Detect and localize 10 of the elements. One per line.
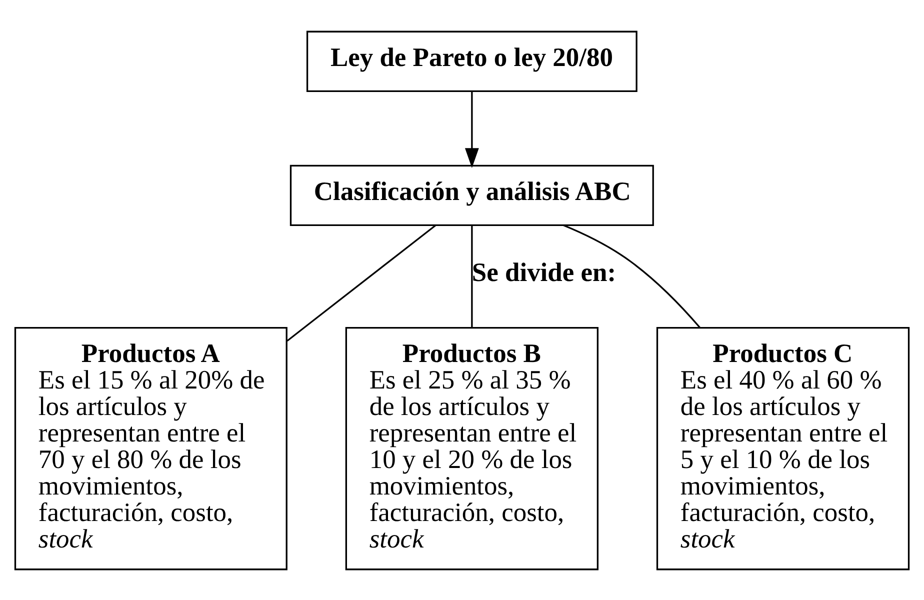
connector [286,224,436,341]
node-box: Ley de Pareto o ley 20/80 [306,30,638,92]
arrow [464,90,479,168]
node-box: Productos A Es el 15 % al 20% de los artículos y representan entre el 70 y el 80 % de los movimientos, facturación, costo, stock [14,326,288,570]
node-box: Productos B Es el 25 % al 35 % de los artículos y representan entre el 10 y el 20 % de los movimientos, facturación, costo, stock [345,326,598,570]
connector [563,224,701,328]
node-box: Productos C Es el 40 % al 60 % de los artículos y representan entre el 5 y el 10 % de los movimientos, facturación, costo, stock [656,326,910,570]
node-box: Clasificación y análisis ABC [290,164,654,226]
edge-label: Se divide en: [472,256,616,287]
connector [471,224,473,328]
